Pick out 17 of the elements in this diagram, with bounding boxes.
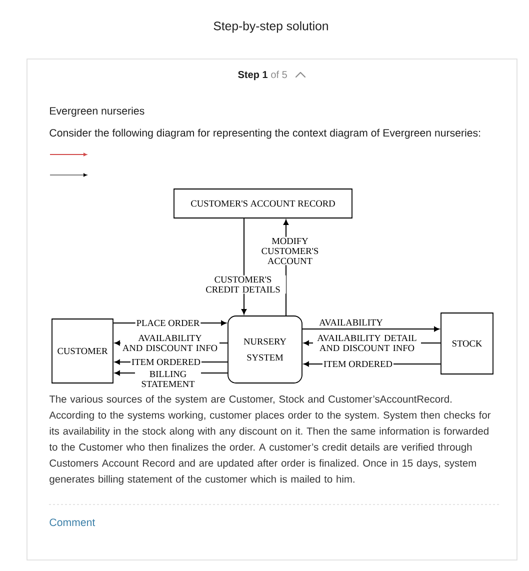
flow-arrow	[302, 326, 440, 332]
edge-label: CUSTOMER'S CREDIT DETAILS	[200, 275, 286, 294]
page-title: Step-by-step solution	[214, 21, 328, 33]
step-heading: Step 1	[238, 71, 268, 80]
edge-label: AVAILABILITY AND DISCOUNT INFO	[120, 334, 220, 352]
entity-box: CUSTOMER	[52, 318, 114, 384]
process-box: NURSERY SYSTEM	[228, 316, 302, 384]
explanation-text: The various sources of the system are Customer, Stock and Customer’sAccountRecord. According to the systems working, customer places order to the system. System then checks for its availability in the stock along with any discount on it. Then the same information is forwarded to the Customer who then finalizes the order. A customer’s credit details are verified through Customers Account Record and are updated after order is finalized. Once in 15 days, system generates billing statement of the customer which is mailed to him.	[49, 395, 491, 485]
intro-text: Consider the following diagram for representing the context diagram of Evergreen nurseries:	[50, 128, 480, 139]
edge-label: BILLING STATEMENT	[135, 370, 201, 388]
step-count: of 5	[271, 70, 287, 78]
edge-label: AVAILABILITY DETAIL AND DISCOUNT INFO	[313, 334, 421, 352]
entity-box: STOCK	[440, 312, 494, 374]
edge-label: MODIFY CUSTOMER'S ACCOUNT	[258, 236, 322, 266]
section-heading: Evergreen nurseries	[50, 106, 144, 117]
comment-link: Comment	[50, 518, 96, 526]
entity-box: CUSTOMER'S ACCOUNT RECORD	[174, 188, 352, 218]
